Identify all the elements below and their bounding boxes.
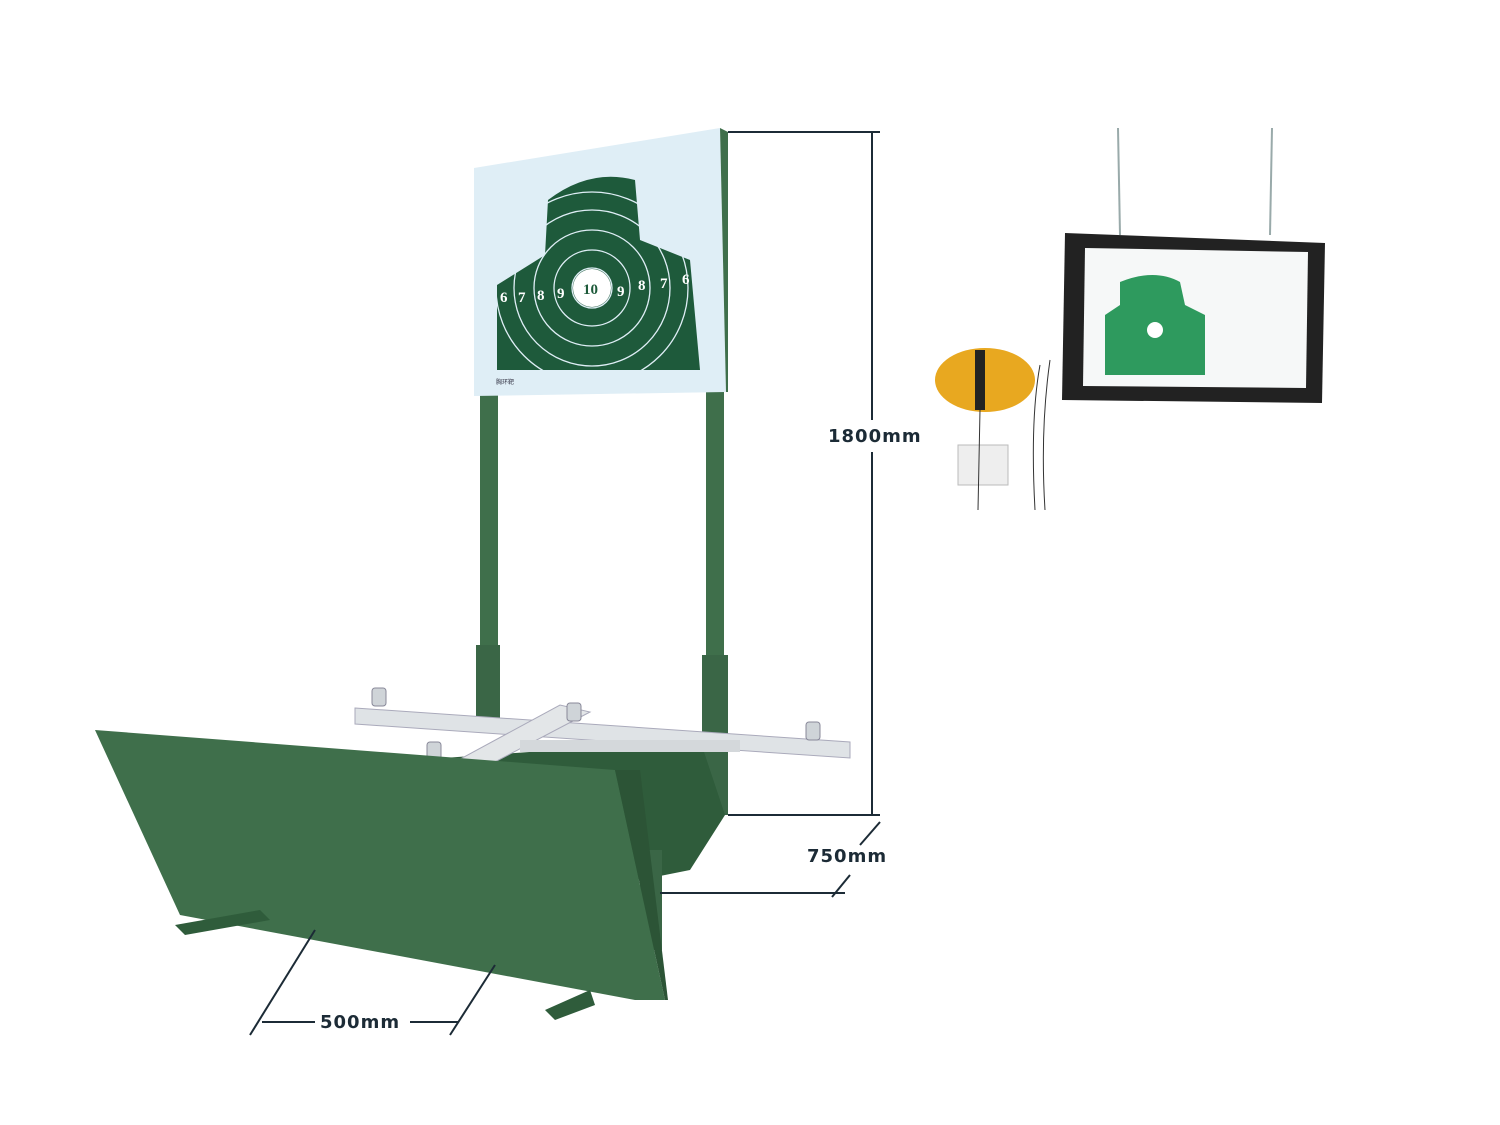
center-ring-label: 10 <box>583 282 598 298</box>
monitor-inset <box>935 127 1325 511</box>
right-post <box>706 380 724 670</box>
ring-label: 6 <box>500 290 508 306</box>
left-post <box>480 390 498 710</box>
depth-dimension: 750mm <box>807 846 887 867</box>
width-dimension: 500mm <box>320 1012 400 1033</box>
ring-label: 7 <box>518 290 526 306</box>
ring-label: 8 <box>638 278 646 294</box>
height-dimension: 1800mm <box>828 426 922 447</box>
ring-label: 8 <box>537 288 545 304</box>
ring-label: 9 <box>557 286 565 302</box>
ring-label: 6 <box>682 272 690 288</box>
ring-label: 7 <box>660 276 668 292</box>
target-caption: 胸环靶 <box>496 378 514 386</box>
front-shield <box>95 730 665 1000</box>
ring-label: 9 <box>617 284 625 300</box>
